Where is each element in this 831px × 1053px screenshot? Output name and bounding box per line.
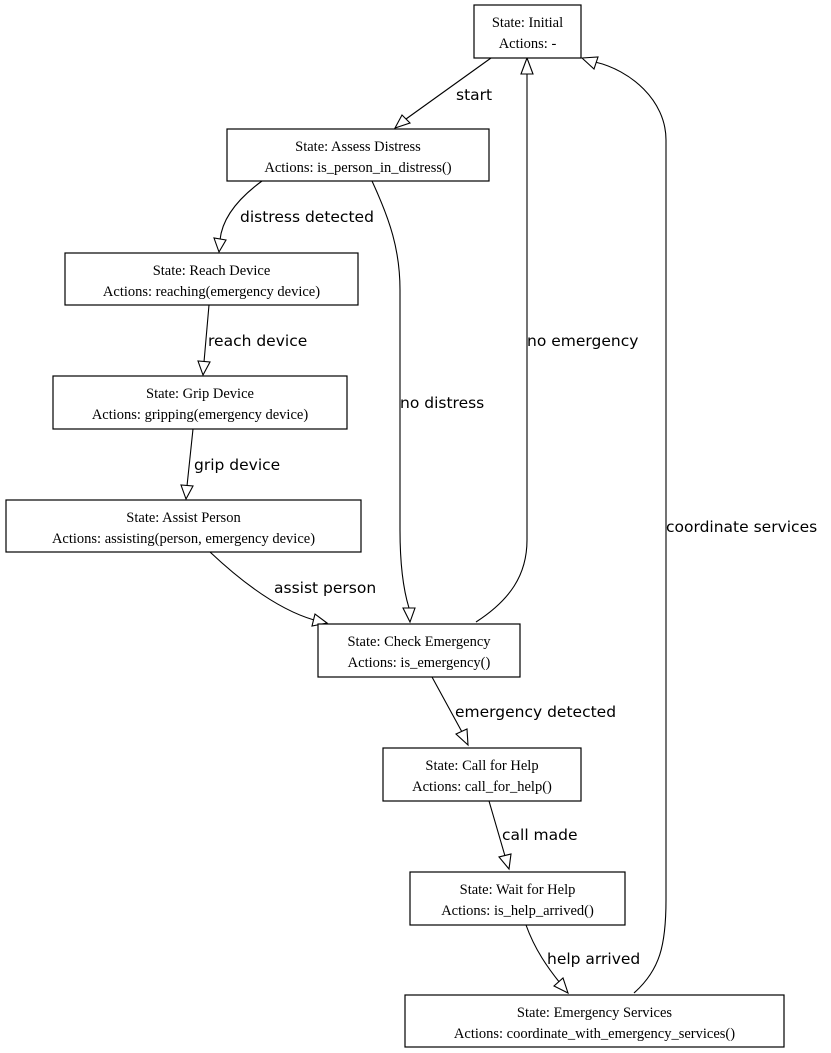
state-assess-distress-actions: Actions: is_person_in_distress() (264, 160, 451, 176)
state-node-call-for-help: State: Call for Help Actions: call_for_h… (382, 747, 582, 802)
state-node-reach-device: State: Reach Device Actions: reaching(em… (64, 252, 359, 306)
edge-label-help-arrived: help arrived (547, 950, 640, 968)
state-assist-person-name: State: Assist Person (126, 510, 241, 526)
state-assist-person-actions: Actions: assisting(person, emergency dev… (52, 531, 315, 547)
edge-label-assist-person: assist person (274, 579, 376, 597)
edge-label-call-made: call made (502, 826, 578, 844)
edge-no-emergency: no emergency (475, 56, 638, 623)
state-node-assess-distress: State: Assess Distress Actions: is_perso… (226, 128, 490, 182)
edge-emergency-detected: emergency detected (431, 676, 616, 747)
state-wait-for-help-actions: Actions: is_help_arrived() (441, 903, 594, 919)
state-check-emergency-name: State: Check Emergency (347, 634, 491, 650)
state-initial-name: State: Initial (492, 15, 563, 31)
edge-assist-person: assist person (209, 551, 376, 627)
state-node-grip-device: State: Grip Device Actions: gripping(eme… (52, 375, 348, 430)
edge-start: start (393, 57, 492, 129)
edge-label-reach-device: reach device (208, 332, 307, 350)
edge-label-grip-device: grip device (194, 456, 280, 474)
state-call-for-help-name: State: Call for Help (425, 758, 538, 774)
state-reach-device-name: State: Reach Device (153, 263, 271, 279)
state-emergency-services-name: State: Emergency Services (517, 1005, 673, 1021)
state-check-emergency-actions: Actions: is_emergency() (348, 655, 491, 671)
state-node-emergency-services: State: Emergency Services Actions: coord… (404, 994, 785, 1048)
state-node-assist-person: State: Assist Person Actions: assisting(… (5, 499, 362, 553)
state-emergency-services-actions: Actions: coordinate_with_emergency_servi… (454, 1026, 735, 1042)
state-initial-actions: Actions: - (499, 36, 557, 52)
edge-grip-device: grip device (180, 428, 280, 501)
edge-reach-device: reach device (197, 304, 307, 377)
state-call-for-help-actions: Actions: call_for_help() (412, 779, 552, 795)
state-assess-distress-name: State: Assess Distress (295, 139, 421, 155)
edge-label-no-emergency: no emergency (527, 332, 638, 350)
edge-label-coordinate-services: coordinate services (666, 518, 817, 536)
state-grip-device-name: State: Grip Device (146, 386, 254, 402)
state-node-check-emergency: State: Check Emergency Actions: is_emerg… (317, 623, 521, 678)
edge-no-distress: no distress (371, 180, 484, 624)
state-node-wait-for-help: State: Wait for Help Actions: is_help_ar… (409, 871, 626, 926)
edge-distress-detected: distress detected (213, 180, 374, 254)
edge-label-start: start (456, 86, 492, 104)
state-grip-device-actions: Actions: gripping(emergency device) (92, 407, 309, 423)
edge-label-distress-detected: distress detected (240, 208, 374, 226)
state-node-initial: State: Initial Actions: - (473, 4, 582, 59)
edge-coordinate-services: coordinate services (580, 56, 817, 994)
edge-label-emergency-detected: emergency detected (455, 703, 616, 721)
edge-call-made: call made (488, 800, 578, 871)
state-wait-for-help-name: State: Wait for Help (460, 882, 576, 898)
edge-help-arrived: help arrived (525, 924, 640, 995)
edge-label-no-distress: no distress (400, 394, 484, 412)
state-reach-device-actions: Actions: reaching(emergency device) (103, 284, 320, 300)
